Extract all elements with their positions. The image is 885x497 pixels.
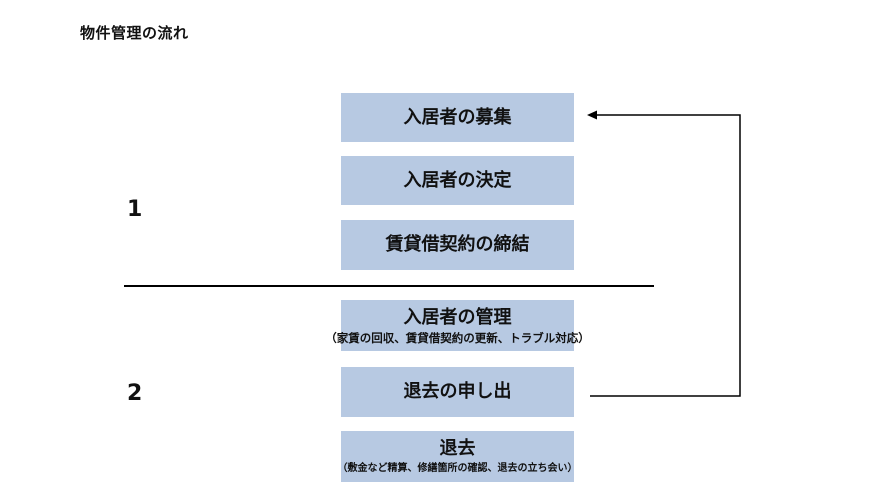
loop-back-arrow-line: [590, 114, 741, 397]
stage-number-1: 1: [127, 197, 143, 222]
page-title: 物件管理の流れ: [80, 24, 189, 42]
step-box-move-out-notice: 退去の申し出: [341, 367, 574, 417]
stage-divider-line: [124, 285, 654, 287]
step-label: 賃貸借契約の締結: [385, 234, 530, 255]
step-note: （家賃の回収、賃貸借契約の更新、トラブル対応）: [325, 330, 590, 345]
step-note: （敷金など精算、修繕箇所の確認、退去の立ち会い）: [337, 462, 578, 474]
stage-number-2: 2: [127, 381, 143, 406]
step-box-tenant-management: 入居者の管理 （家賃の回収、賃貸借契約の更新、トラブル対応）: [325, 300, 590, 351]
step-label: 退去: [439, 437, 476, 459]
step-label: 退去の申し出: [403, 381, 512, 402]
arrow-head-icon: [587, 110, 597, 120]
step-box-recruitment: 入居者の募集: [341, 93, 574, 142]
step-box-lease-contract: 賃貸借契約の締結: [341, 220, 574, 270]
step-box-tenant-decision: 入居者の決定: [341, 156, 574, 205]
step-box-move-out: 退去 （敷金など精算、修繕箇所の確認、退去の立ち会い）: [338, 431, 578, 482]
step-label: 入居者の決定: [403, 169, 512, 191]
step-label: 入居者の管理: [403, 306, 512, 328]
step-label: 入居者の募集: [403, 106, 512, 128]
